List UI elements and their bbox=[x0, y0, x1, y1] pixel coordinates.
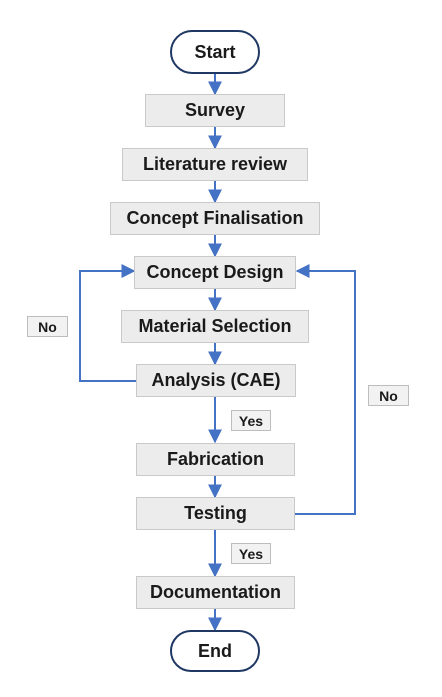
start-terminal: Start bbox=[170, 30, 260, 74]
step-concept-design: Concept Design bbox=[134, 256, 296, 289]
step-documentation: Documentation bbox=[136, 576, 295, 609]
step-survey: Survey bbox=[145, 94, 285, 127]
label-testing-no: No bbox=[368, 385, 409, 406]
step-analysis-cae: Analysis (CAE) bbox=[136, 364, 296, 397]
step-fabrication: Fabrication bbox=[136, 443, 295, 476]
step-literature-review: Literature review bbox=[122, 148, 308, 181]
label-analysis-yes: Yes bbox=[231, 410, 271, 431]
step-testing: Testing bbox=[136, 497, 295, 530]
loop-analysis-no-to-design bbox=[79, 264, 136, 382]
label-testing-yes: Yes bbox=[231, 543, 271, 564]
end-terminal: End bbox=[170, 630, 260, 672]
step-concept-finalisation: Concept Finalisation bbox=[110, 202, 320, 235]
loop-testing-no-to-design bbox=[295, 264, 356, 515]
label-analysis-no: No bbox=[27, 316, 68, 337]
step-material-selection: Material Selection bbox=[121, 310, 309, 343]
